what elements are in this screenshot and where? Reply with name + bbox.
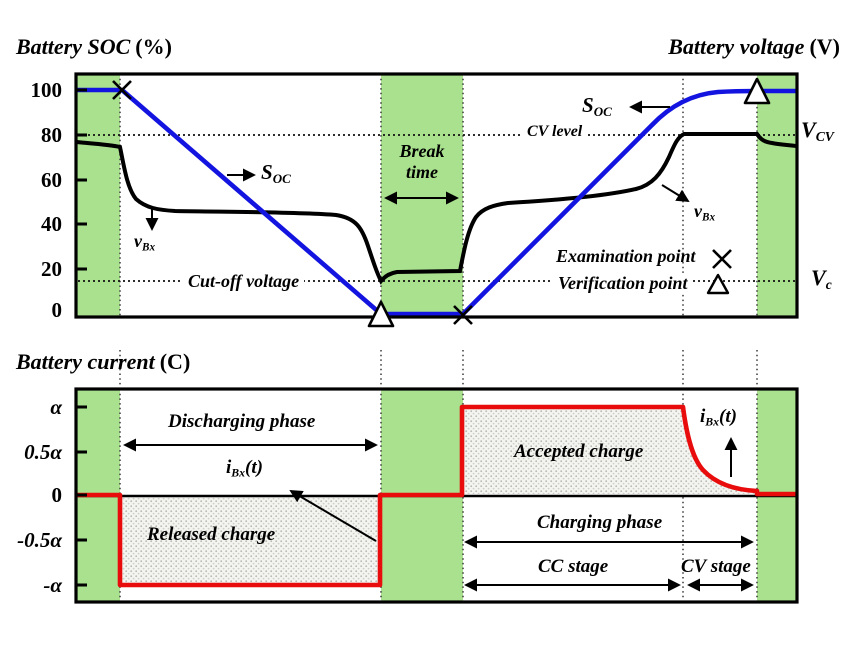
- released-charge-area: [120, 497, 380, 584]
- current-tick-neg-half: -0.5α: [17, 528, 62, 552]
- vbx-curve-label-discharge: vBx: [134, 231, 156, 254]
- soc-tick-40: 40: [41, 212, 62, 236]
- ibx-label-charge: iBx(t): [700, 406, 737, 429]
- ibx-label-arrow-discharge: [289, 490, 377, 542]
- annotation-arrows: [123, 100, 754, 592]
- bottom-axis-title: Battery current(C): [16, 349, 191, 374]
- cc-stage-label: CC stage: [538, 556, 609, 577]
- released-charge-label: Released charge: [147, 524, 276, 545]
- break-time-label: Break time: [399, 141, 445, 182]
- soc-curve-label-discharge: SOC: [261, 160, 291, 186]
- soc-curve-label-charge: SOC: [582, 93, 612, 119]
- accepted-charge-label: Accepted charge: [514, 441, 644, 462]
- soc-tick-0: 0: [51, 298, 63, 322]
- vbx-curve-label-charge: vBx: [694, 201, 716, 224]
- top-left-axis-title: Battery SOC(%): [16, 34, 172, 59]
- legend-verification-triangle-icon: [706, 273, 730, 295]
- top-right-axis-title: Battery voltage(V): [668, 34, 840, 59]
- cv-stage-label: CV stage: [681, 556, 751, 577]
- current-tick-half-alpha: 0.5α: [24, 440, 62, 464]
- soc-tick-80: 80: [41, 123, 62, 147]
- vc-right-axis-label: Vc: [811, 265, 832, 293]
- cutoff-voltage-label: Cut-off voltage: [183, 271, 305, 292]
- top-axis-ticks: [76, 88, 87, 271]
- current-tick-neg-alpha: -α: [43, 573, 62, 597]
- verification-point-legend-label: Verification point: [553, 273, 693, 294]
- soc-tick-100: 100: [30, 78, 63, 102]
- soc-tick-20: 20: [41, 257, 62, 281]
- examination-point-legend-label: Examination point: [556, 246, 696, 266]
- verification-point-markers: [367, 77, 771, 328]
- soc-tick-60: 60: [41, 168, 62, 192]
- ibx-label-discharge: iBx(t): [226, 457, 263, 480]
- cv-level-label: CV level: [522, 123, 588, 142]
- examination-point-markers: [112, 80, 473, 325]
- current-tick-zero: 0: [51, 483, 63, 507]
- bottom-axis-ticks: [76, 405, 87, 587]
- voltage-curve: [75, 132, 797, 285]
- accepted-charge-area: [463, 409, 757, 494]
- legend-examination-x-icon: [712, 249, 732, 269]
- current-tick-alpha: α: [50, 395, 62, 419]
- discharging-phase-label: Discharging phase: [168, 411, 316, 432]
- current-curve: [76, 404, 796, 588]
- vbx-label-arrow-charge: [661, 184, 690, 203]
- vcv-right-axis-label: VCV: [801, 117, 834, 145]
- top-panel-border: [74, 72, 799, 319]
- soc-curve: [76, 87, 796, 317]
- charging-phase-label: Charging phase: [537, 512, 663, 533]
